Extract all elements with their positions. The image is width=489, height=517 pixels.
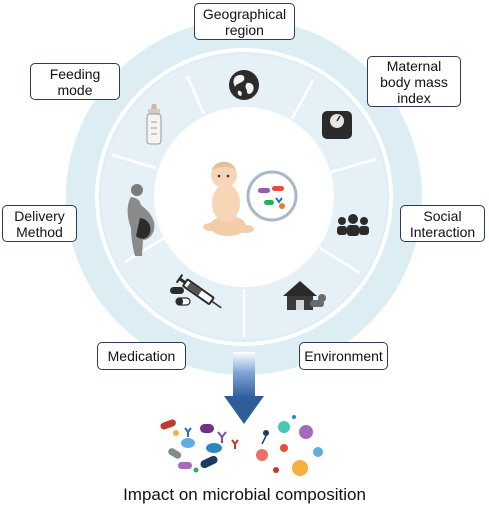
magnifier-icon [246, 170, 298, 222]
label-maternal-bmi: Maternal body mass index [367, 56, 461, 107]
center-circle [154, 107, 334, 287]
label-social-interaction: Social Interaction [400, 205, 485, 242]
people-icon [337, 214, 369, 236]
ring-dividers [111, 75, 377, 337]
caption: Impact on microbial composition [123, 485, 366, 504]
pills-icon [170, 287, 191, 306]
ring-gap [95, 48, 393, 346]
syringe-icon [175, 273, 222, 309]
microbes-cluster [160, 419, 239, 473]
arrow-down-icon [224, 352, 264, 424]
pregnant-woman-icon [127, 184, 155, 256]
label-environment: Environment [299, 342, 388, 370]
label-delivery-method: Delivery Method [2, 205, 77, 242]
globe-icon [229, 70, 259, 100]
baby-bottle-icon [146, 104, 162, 145]
house-icon [283, 281, 326, 310]
label-feeding-mode: Feeding mode [30, 63, 120, 100]
viruses-cluster [256, 415, 323, 476]
baby-icon [203, 161, 254, 236]
label-medication: Medication [97, 342, 186, 370]
scale-icon [322, 111, 352, 139]
label-geographical-region: Geographical region [194, 3, 295, 40]
